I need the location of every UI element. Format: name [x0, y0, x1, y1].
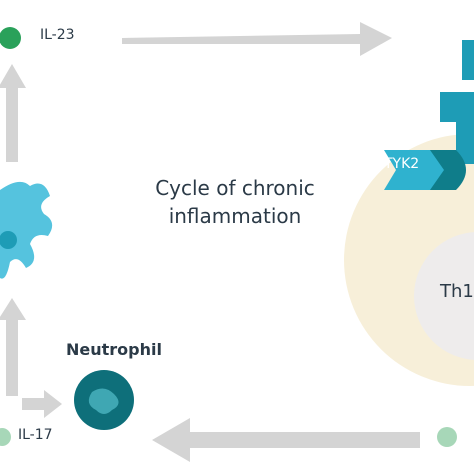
arrow-il23-to-receptor	[122, 22, 392, 56]
cycle-title-line2: inflammation	[168, 204, 302, 228]
tyk2-kinase	[384, 150, 466, 190]
il17-label: IL-17	[18, 427, 53, 443]
il23-dot	[0, 27, 21, 49]
receptor	[440, 40, 474, 164]
cycle-title-line1: Cycle of chronic	[155, 176, 315, 200]
il17-dot	[0, 428, 11, 446]
th1-nucleus	[414, 232, 474, 360]
arrow-dendritic-to-il23	[0, 64, 26, 162]
th1-label: Th1	[440, 281, 474, 302]
arrows	[0, 22, 420, 462]
arrow-il17-to-neutrophil	[22, 390, 62, 418]
arrow-il17-to-dendritic	[0, 298, 26, 396]
il23-label: IL-23	[40, 27, 75, 43]
arrow-th1-to-neutrophil	[152, 418, 420, 462]
neutrophil-label: Neutrophil	[66, 340, 162, 359]
tyk2-label: TYK2	[384, 156, 420, 172]
cycle-title: Cycle of chronic inflammation	[150, 174, 320, 230]
neutrophil-cell	[74, 370, 134, 430]
cytokine-dot	[437, 427, 457, 447]
dendritic-cell	[0, 181, 53, 279]
